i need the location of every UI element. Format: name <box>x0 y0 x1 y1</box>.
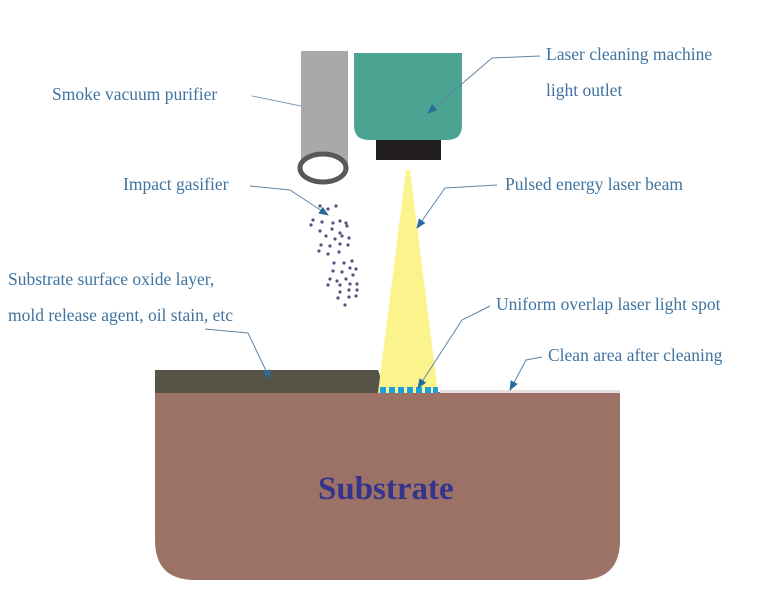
particle <box>338 219 342 223</box>
particle <box>348 282 352 286</box>
light-spot <box>389 387 395 393</box>
vacuum-tube <box>301 51 348 171</box>
label-oxide-layer-line1: Substrate surface oxide layer, <box>8 269 215 289</box>
particle <box>338 231 342 235</box>
laser-beam <box>378 170 438 393</box>
particle <box>345 224 349 228</box>
laser-head <box>354 53 462 140</box>
particle <box>318 204 322 208</box>
particle <box>333 237 337 241</box>
particle <box>332 261 336 265</box>
light-spot <box>433 387 438 393</box>
leader-clean-area <box>509 356 543 391</box>
particle <box>351 273 355 277</box>
particle <box>347 236 351 240</box>
particle <box>319 243 323 247</box>
leader-impact-gasifier <box>249 185 329 216</box>
label-oxide-layer-line2: mold release agent, oil stain, etc <box>8 305 233 325</box>
light-spot <box>425 387 431 393</box>
particle <box>318 229 322 233</box>
leader-oxide <box>204 328 271 380</box>
gasified-particles <box>309 204 359 307</box>
particle <box>331 221 335 225</box>
contaminant-layer <box>155 370 386 393</box>
particle <box>338 242 342 246</box>
particle <box>347 295 351 299</box>
particle <box>326 207 330 211</box>
label-pulsed-laser-beam: Pulsed energy laser beam <box>505 174 684 194</box>
clean-surface <box>440 390 620 393</box>
leader-overlap-spot <box>417 305 491 389</box>
particle <box>350 259 354 263</box>
particle <box>355 288 359 292</box>
light-spot <box>416 387 422 393</box>
particle <box>343 303 347 307</box>
laser-nozzle <box>376 140 441 160</box>
particle <box>309 223 313 227</box>
label-overlap-light-spot: Uniform overlap laser light spot <box>496 294 721 314</box>
label-clean-area: Clean area after cleaning <box>548 345 723 365</box>
label-impact-gasifier: Impact gasifier <box>123 174 229 194</box>
particle <box>338 290 342 294</box>
particle <box>330 227 334 231</box>
label-laser-machine-line1: Laser cleaning machine <box>546 44 713 64</box>
laser-light-spots <box>380 387 438 393</box>
particle <box>320 220 324 224</box>
light-spot <box>407 387 413 393</box>
particle <box>335 279 339 283</box>
particle <box>344 221 348 225</box>
light-spot <box>398 387 404 393</box>
particle <box>354 267 358 271</box>
particle <box>331 269 335 273</box>
particle <box>346 243 350 247</box>
particle <box>311 218 315 222</box>
particle <box>328 244 332 248</box>
particle <box>328 277 332 281</box>
particle <box>334 204 338 208</box>
label-laser-machine-line2: light outlet <box>546 80 623 100</box>
particle <box>355 282 359 286</box>
particle <box>326 283 330 287</box>
particle <box>348 266 352 270</box>
particle <box>337 250 341 254</box>
particle <box>338 283 342 287</box>
label-smoke-vacuum-purifier: Smoke vacuum purifier <box>52 84 218 104</box>
particle <box>340 234 344 238</box>
particle <box>324 234 328 238</box>
particle <box>342 261 346 265</box>
particle <box>340 270 344 274</box>
label-substrate: Substrate <box>318 471 454 507</box>
leader-laser-machine <box>427 55 541 114</box>
light-spot <box>380 387 386 393</box>
particle <box>317 249 321 253</box>
particle <box>354 294 358 298</box>
particle <box>326 252 330 256</box>
substrate-block <box>155 392 620 580</box>
leader-pulsed-beam <box>416 184 498 229</box>
particle <box>347 288 351 292</box>
leader-smoke-vacuum <box>251 95 302 107</box>
particle <box>344 277 348 281</box>
vacuum-tube-opening <box>297 151 349 185</box>
particle <box>336 296 340 300</box>
